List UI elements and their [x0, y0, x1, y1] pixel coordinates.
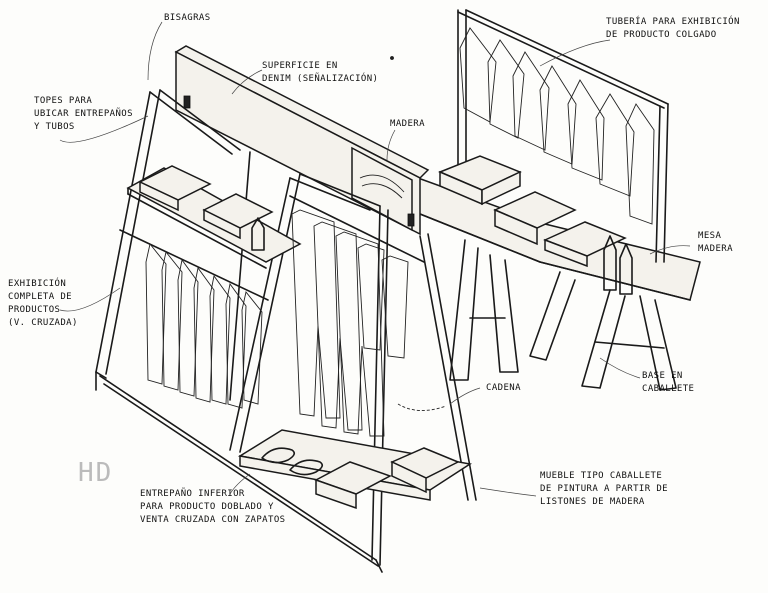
label-base-caballete: BASE EN CABALLETE: [642, 371, 695, 394]
label-superficie-denim: SUPERFICIE EN DENIM (SEÑALIZACIÓN): [262, 61, 379, 84]
display-table: [414, 9, 701, 391]
label-madera: MADERA: [390, 119, 425, 129]
label-bisagras: BISAGRAS: [164, 13, 211, 23]
label-exhibicion: EXHIBICIÓN COMPLETA DE PRODUCTOS (V. CRU…: [8, 279, 78, 328]
label-mueble: MUEBLE TIPO CABALLETE DE PINTURA A PARTI…: [540, 471, 669, 507]
label-entrepano: ENTREPAÑO INFERIOR PARA PRODUCTO DOBLADO…: [140, 489, 286, 525]
label-topes: TOPES PARA UBICAR ENTREPAÑOS Y TUBOS: [34, 96, 133, 132]
easel-unit: [95, 45, 477, 573]
label-mesa-madera: MESA MADERA: [698, 231, 733, 254]
label-cadena: CADENA: [486, 383, 521, 393]
label-tuberia: TUBERÍA PARA EXHIBICIÓN DE PRODUCTO COLG…: [606, 17, 740, 40]
leader-lines: [59, 21, 691, 497]
signature: HD: [78, 458, 114, 488]
